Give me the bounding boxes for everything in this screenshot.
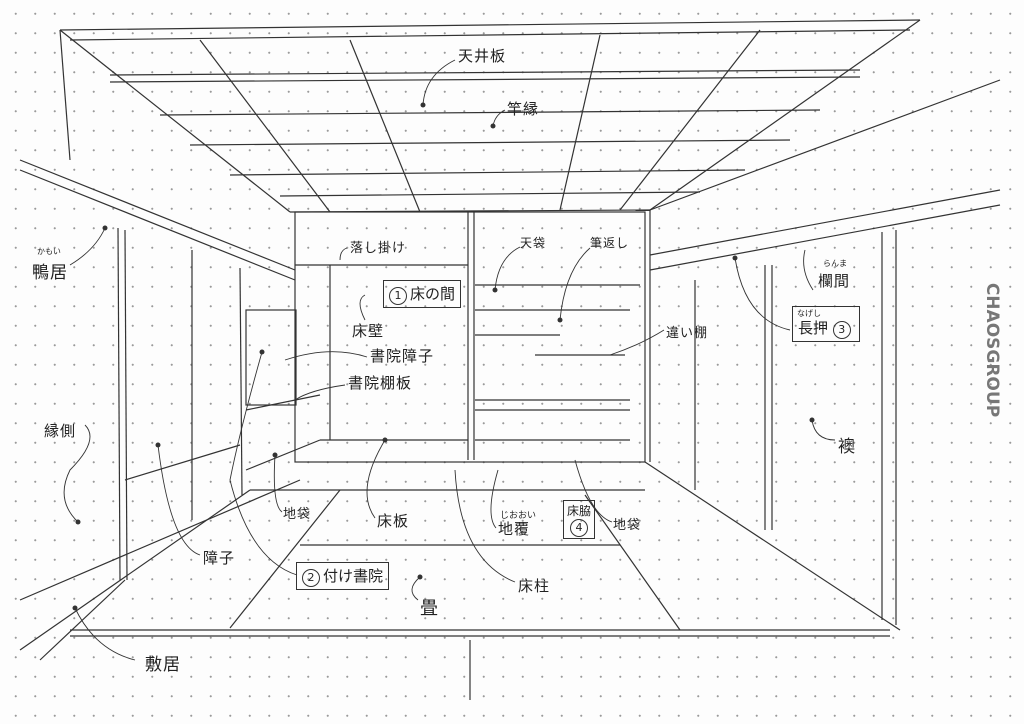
label-shoji: 障子 <box>203 549 236 567</box>
label-tokoita: 床板 <box>377 512 410 530</box>
label-nageshi-reading: なげし <box>797 309 821 318</box>
label-jiooi: 地覆 <box>498 520 531 538</box>
label-fudegaeshi: 筆返し <box>590 236 630 250</box>
label-engawa: 縁側 <box>44 422 77 440</box>
number-4: 4 <box>570 519 588 537</box>
label-ranma: 欄間 <box>818 272 851 290</box>
label-kamoi-reading: かもい <box>37 247 61 256</box>
label-kamoi: 鴨居 <box>32 263 68 283</box>
label-shoin-tanaita: 書院棚板 <box>348 374 413 392</box>
label-fusuma: 襖 <box>838 437 856 457</box>
label-tokokabe: 床壁 <box>352 322 385 340</box>
right-wall <box>644 79 1001 631</box>
label-box-nageshi: なげし長押 3 <box>792 306 860 342</box>
label-chigaidana: 違い棚 <box>666 326 709 341</box>
number-3: 3 <box>832 321 851 339</box>
label-tokobashira: 床柱 <box>518 577 551 595</box>
label-otoshigake: 落し掛け <box>350 241 407 256</box>
number-1: 1 <box>389 287 407 305</box>
label-tokowaki: 床脇 <box>567 504 592 518</box>
label-tatami: 畳 <box>420 598 439 619</box>
label-sao-buchi: 竿縁 <box>507 100 540 118</box>
left-wall <box>19 29 321 661</box>
label-tenbukuro: 天袋 <box>520 236 547 250</box>
label-ceiling-board: 天井板 <box>458 47 507 65</box>
label-tokonoma: 床の間 <box>410 285 456 303</box>
leader-dots <box>72 102 815 611</box>
floor <box>70 489 890 700</box>
label-shikii: 敷居 <box>145 655 181 675</box>
label-shoin-shoji: 書院障子 <box>370 347 435 365</box>
label-jibukuro-right: 地袋 <box>613 518 642 533</box>
watermark: CHAOSGROUP <box>982 282 1003 418</box>
label-jibukuro-left: 地袋 <box>283 507 312 522</box>
label-nageshi: 長押 <box>798 319 829 337</box>
label-jiooi-reading: じおおい <box>500 511 537 521</box>
back-wall <box>294 211 646 463</box>
label-ranma-reading: らんま <box>823 259 847 268</box>
leader-lines <box>63 59 836 661</box>
number-2: 2 <box>302 569 320 587</box>
label-tsukeshoin: 付け書院 <box>323 567 384 585</box>
